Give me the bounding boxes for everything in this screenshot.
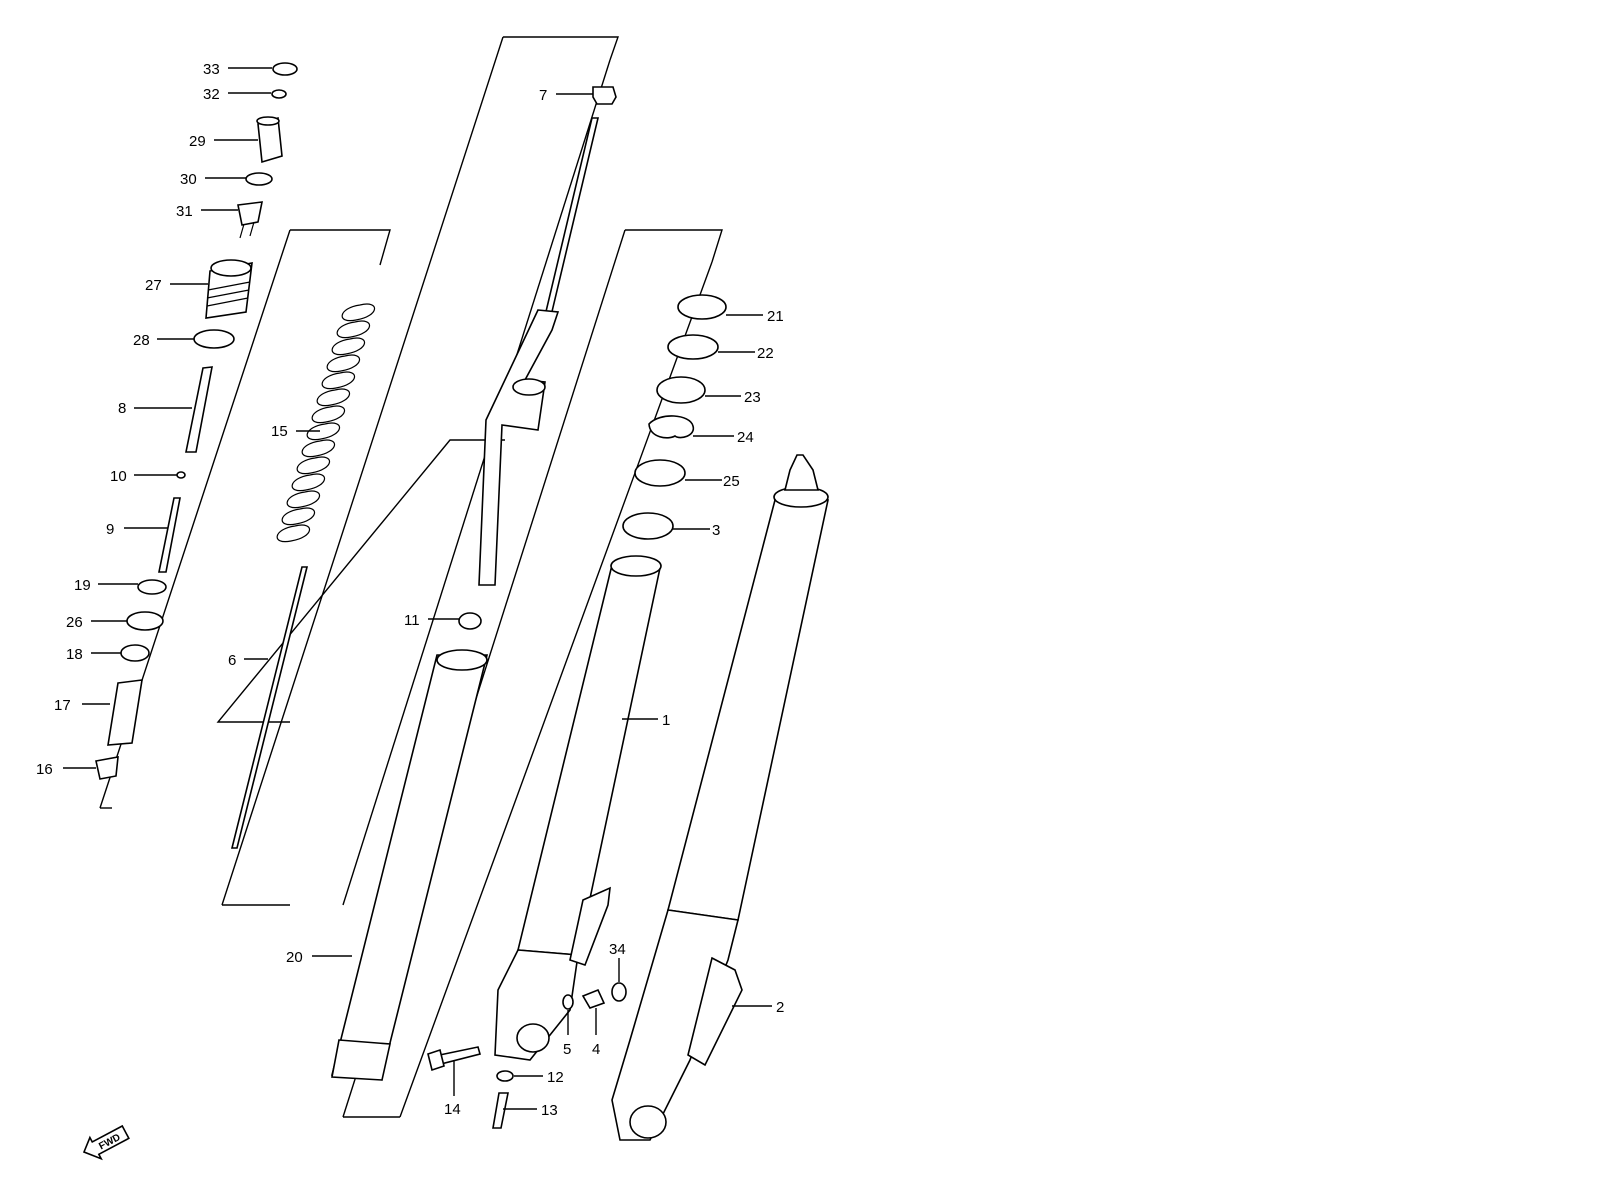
part-2-top-fitting [783,454,820,491]
part-29-cap-top [256,116,280,126]
part-20-tube-bottom-collar [331,1039,391,1081]
part-2-axle-hole [629,1105,667,1139]
callout-34: 34 [609,941,626,958]
part-15-spring [276,303,376,543]
callout-19: 19 [74,577,91,594]
part-27-thread-2 [206,289,250,299]
part-32-o-ring [271,89,287,99]
callout-labels: 33 32 29 30 31 27 28 8 15 10 9 19 26 18 … [36,61,784,1119]
parts [95,62,829,1141]
callout-6: 6 [228,652,236,669]
part-3-bushing [622,512,674,540]
callout-22: 22 [757,345,774,362]
part-20-tube-top [436,649,488,671]
callout-31: 31 [176,203,193,220]
callout-21: 21 [767,308,784,325]
callout-28: 28 [133,332,150,349]
callout-4: 4 [592,1041,600,1058]
part-11-piece [458,612,482,630]
callout-9: 9 [106,521,114,538]
part-31-adjuster [237,201,264,226]
part-19-washer [137,579,167,595]
part-24-clip [648,415,695,439]
part-22-ring [667,334,719,360]
part-1-caliper-mount [569,886,611,967]
part-34-washer [611,982,627,1002]
center-group-frame [503,36,619,61]
fwd-label: FWD [97,1132,122,1152]
part-31-pin-a [239,223,245,239]
callout-12: 12 [547,1069,564,1086]
damper-frame-link [216,439,505,723]
callout-23: 23 [744,389,761,406]
callout-27: 27 [145,277,162,294]
center-frame-left-edge [221,36,504,906]
part-7-nut [592,86,617,105]
callout-18: 18 [66,646,83,663]
part-1-axle-hole [516,1023,550,1053]
part-17-collar [107,679,143,746]
part-27-thread-3 [206,297,249,307]
part-25-seal [634,459,686,487]
callout-32: 32 [203,86,220,103]
part-16-cap [95,756,119,780]
callout-1: 1 [662,712,670,729]
part-30-ring [245,172,273,186]
callout-30: 30 [180,171,197,188]
part-13-bolt [492,1092,509,1129]
callout-8: 8 [118,400,126,417]
callout-15: 15 [271,423,288,440]
callout-13: 13 [541,1102,558,1119]
part-8-rod [185,366,213,453]
part-21-ring [677,294,727,320]
callout-20: 20 [286,949,303,966]
callout-29: 29 [189,133,206,150]
part-9-needle-rod [158,497,181,573]
part-6-long-rod [230,566,309,849]
callout-5: 5 [563,1041,571,1058]
callout-11: 11 [404,612,420,629]
callout-3: 3 [712,522,720,539]
callout-25: 25 [723,473,740,490]
callout-2: 2 [776,999,784,1016]
right-frame-right-edge [399,261,713,1118]
part-damper-cylinder [478,309,560,586]
callout-7: 7 [539,87,547,104]
callout-24: 24 [737,429,754,446]
part-5-washer [562,994,574,1010]
callout-10: 10 [110,468,127,485]
part-14-bolt-head [427,1048,445,1072]
part-23-seal [656,376,706,404]
part-damper-collar [512,378,546,396]
part-damper-rod [542,117,600,321]
leader-lines [63,67,772,1110]
fwd-arrow-icon: FWD [82,1124,130,1161]
right-group-frame [625,229,723,263]
part-26-bushing [126,611,164,631]
part-12-washer [496,1070,514,1082]
part-2-axle-bracket [611,909,739,1141]
part-27-thread-1 [207,281,251,291]
part-1-tube-top [610,555,662,577]
callout-33: 33 [203,61,220,78]
callout-26: 26 [66,614,83,631]
part-4-bolt [581,988,606,1009]
center-frame-right-edge [342,59,611,906]
part-10-small-o-ring [176,471,186,479]
callout-17: 17 [54,697,71,714]
part-33-washer [272,62,298,76]
part-31-pin-b [249,221,255,237]
part-18-seat [120,644,150,662]
part-2-outer-tube [666,499,829,921]
callout-16: 16 [36,761,53,778]
left-group-frame [290,229,391,266]
part-27-top [210,259,252,277]
callout-14: 14 [444,1101,461,1118]
part-28-o-ring [193,329,235,349]
part-2-caliper-mount [687,956,743,1067]
